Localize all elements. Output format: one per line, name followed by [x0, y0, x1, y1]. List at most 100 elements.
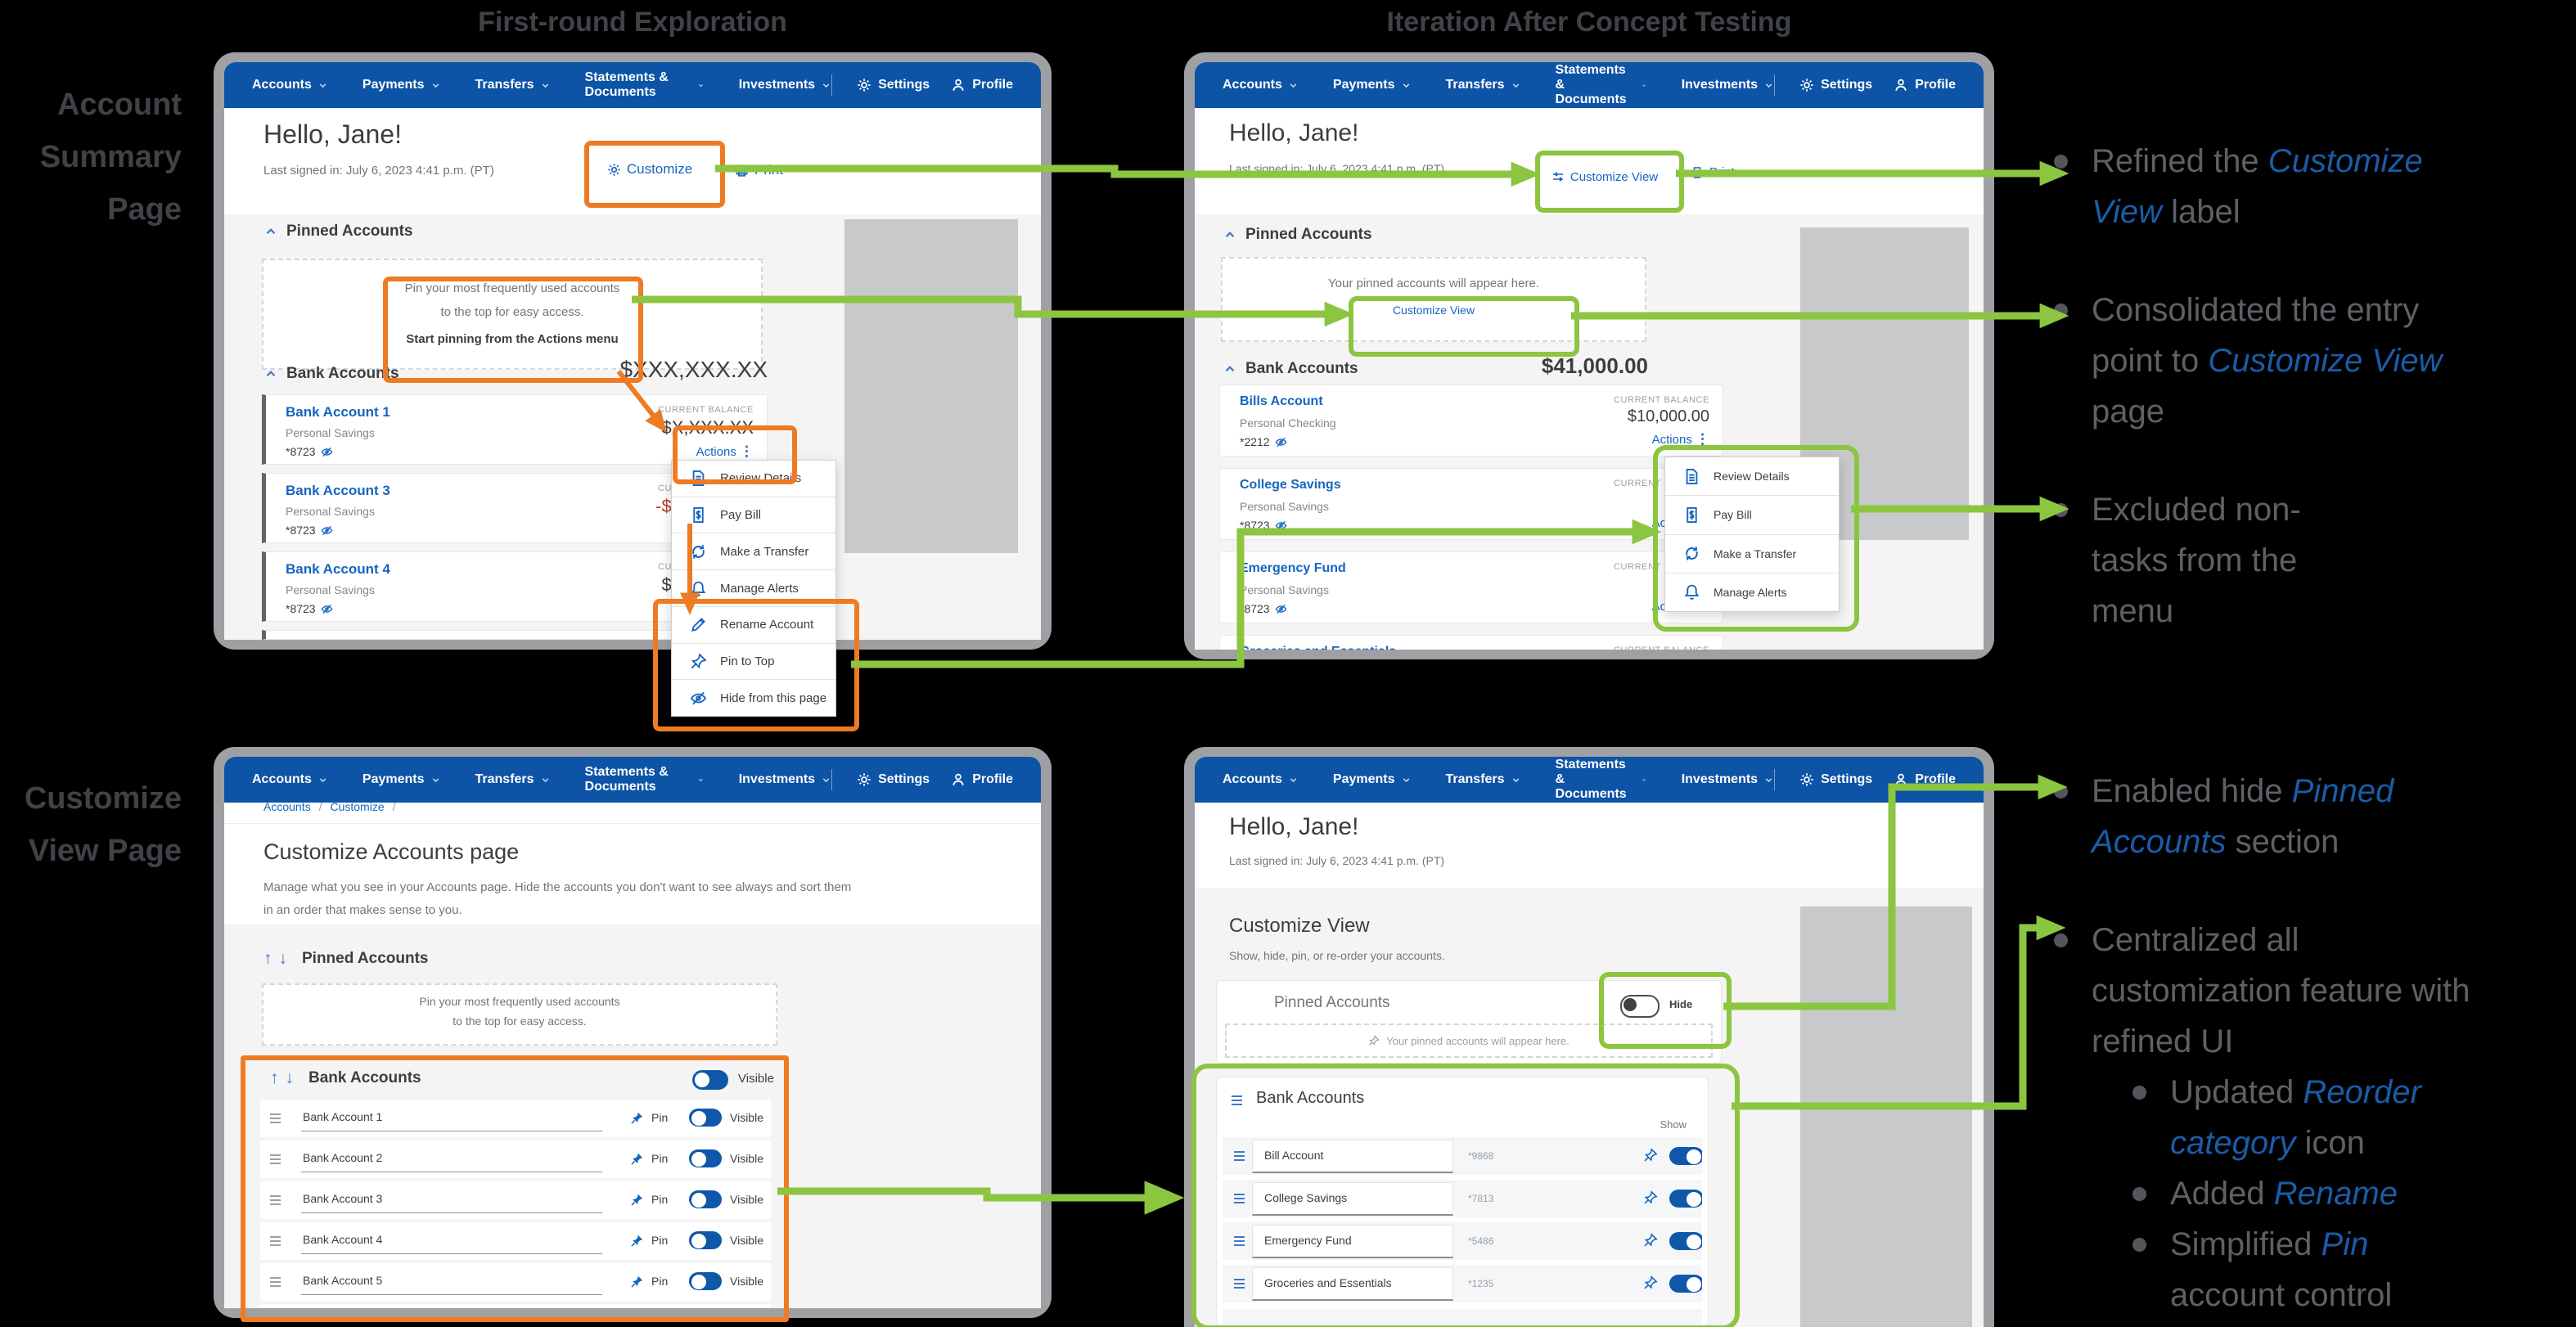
- account-name-field[interactable]: Bank Account 1: [303, 1110, 383, 1123]
- nav-item[interactable]: Investments: [1682, 78, 1774, 92]
- drag-handle[interactable]: [270, 1236, 281, 1246]
- column-title-iteration: Iteration After Concept Testing: [1386, 7, 1792, 38]
- nav-item[interactable]: Transfers: [1446, 772, 1521, 787]
- section-visible-toggle[interactable]: [692, 1070, 728, 1090]
- account-name-field[interactable]: Bank Account 4: [303, 1233, 383, 1246]
- drag-handle[interactable]: [270, 1113, 281, 1123]
- account-name-field[interactable]: Bank Account 5: [303, 1274, 383, 1287]
- drag-handle[interactable]: [1234, 1151, 1245, 1161]
- drag-handle[interactable]: [1232, 1095, 1242, 1105]
- nav-item[interactable]: Accounts: [252, 78, 328, 92]
- nav-item[interactable]: Statements & Documents: [1556, 63, 1647, 107]
- customize-account-row: Emergency Fund *5486: [1223, 1222, 1702, 1260]
- breadcrumb-item[interactable]: Accounts: [263, 800, 311, 813]
- nav-item[interactable]: Investments: [1682, 772, 1774, 787]
- move-up-button[interactable]: ↑: [263, 949, 272, 968]
- drag-handle[interactable]: [270, 1277, 281, 1287]
- nav-item[interactable]: Accounts: [1223, 772, 1299, 787]
- move-down-button[interactable]: ↓: [278, 949, 288, 968]
- account-name-link[interactable]: Emergency Fund: [1240, 561, 1346, 575]
- account-name-input[interactable]: Emergency Fund: [1252, 1225, 1453, 1258]
- nav-item[interactable]: Payments: [1333, 772, 1412, 787]
- nav-divider: [1774, 769, 1776, 790]
- menu-item[interactable]: Pay Bill: [672, 497, 835, 534]
- profile-button[interactable]: Profile: [951, 78, 1013, 92]
- move-up-button[interactable]: ↑: [270, 1068, 279, 1087]
- account-name-link[interactable]: Groceries and Essentials: [1240, 645, 1396, 650]
- drag-handle[interactable]: [270, 1154, 281, 1164]
- account-name-link[interactable]: Bank Account 4: [286, 561, 390, 577]
- drag-handle[interactable]: [270, 1195, 281, 1205]
- profile-button[interactable]: Profile: [1894, 78, 1956, 92]
- page-description: Show, hide, pin, or re-order your accoun…: [1229, 949, 1445, 962]
- drag-handle[interactable]: [1234, 1236, 1245, 1246]
- row-show-toggle[interactable]: [1669, 1232, 1702, 1250]
- customize-account-row: Bank Account 3 Pin Visible: [260, 1181, 771, 1219]
- menu-item[interactable]: Manage Alerts: [1665, 573, 1839, 611]
- settings-button[interactable]: Settings: [857, 772, 930, 787]
- account-name-field[interactable]: Bank Account 3: [303, 1192, 383, 1205]
- drag-handle[interactable]: [1234, 1194, 1245, 1203]
- account-name-link[interactable]: Bank Account 3: [286, 483, 390, 498]
- drag-handle[interactable]: [1234, 1279, 1245, 1289]
- customize-view-inline-link[interactable]: Customize View: [1392, 304, 1475, 317]
- account-name-link[interactable]: Bills Account: [1240, 394, 1323, 408]
- menu-item[interactable]: Review Details: [1665, 457, 1839, 497]
- row-show-toggle[interactable]: [1669, 1190, 1702, 1208]
- nav-item[interactable]: Transfers: [1446, 78, 1521, 92]
- visible-label: Visible: [730, 1275, 763, 1288]
- nav-item[interactable]: Payments: [363, 78, 441, 92]
- nav-item[interactable]: Investments: [739, 772, 831, 787]
- menu-item[interactable]: Pay Bill: [1665, 496, 1839, 535]
- nav-item[interactable]: Accounts: [252, 772, 328, 787]
- annotation-line: point to Customize View: [2092, 343, 2443, 379]
- move-down-button[interactable]: ↓: [285, 1068, 295, 1087]
- account-name-input[interactable]: Groceries and Essentials: [1252, 1267, 1453, 1301]
- profile-button[interactable]: Profile: [1894, 772, 1956, 787]
- row-show-toggle[interactable]: [1669, 1147, 1702, 1165]
- nav-item[interactable]: Payments: [363, 772, 441, 787]
- row-visible-toggle[interactable]: [689, 1231, 722, 1249]
- nav-item[interactable]: Investments: [739, 78, 831, 92]
- account-name-link[interactable]: College Savings: [1240, 478, 1341, 492]
- nav-item[interactable]: Statements & Documents: [1556, 758, 1647, 802]
- customize-view-link[interactable]: Customize View: [1551, 170, 1658, 184]
- row-visible-toggle[interactable]: [689, 1190, 722, 1208]
- account-name-link[interactable]: Bank Account 1: [286, 404, 390, 420]
- nav-item[interactable]: Transfers: [475, 78, 551, 92]
- visible-label: Visible: [730, 1152, 763, 1165]
- account-name-field[interactable]: Bank Account 2: [303, 1151, 383, 1164]
- settings-button[interactable]: Settings: [1799, 772, 1872, 787]
- menu-item[interactable]: Hide from this page: [672, 680, 835, 717]
- customize-link[interactable]: Customize: [607, 161, 692, 178]
- row-visible-toggle[interactable]: [689, 1109, 722, 1127]
- top-nav: Accounts Payments Transfers Statements &…: [1195, 62, 1984, 108]
- callout-box-bank-accounts-card: [1191, 1064, 1740, 1327]
- menu-item[interactable]: Make a Transfer: [1665, 534, 1839, 574]
- nav-item[interactable]: Transfers: [475, 772, 551, 787]
- nav-item[interactable]: Accounts: [1223, 78, 1299, 92]
- nav-item[interactable]: Statements & Documents: [585, 70, 705, 100]
- row-show-toggle[interactable]: [1669, 1275, 1702, 1293]
- settings-button[interactable]: Settings: [1799, 78, 1872, 92]
- nav-item[interactable]: Payments: [1333, 78, 1412, 92]
- content-placeholder: [844, 219, 1018, 553]
- row-visible-toggle[interactable]: [689, 1149, 722, 1167]
- visible-label: Visible: [738, 1072, 774, 1086]
- breadcrumb-item[interactable]: Customize: [330, 800, 385, 813]
- actions-button[interactable]: Actions ⋮: [1651, 431, 1709, 447]
- profile-button[interactable]: Profile: [951, 772, 1013, 787]
- nav-item[interactable]: Statements & Documents: [585, 765, 705, 794]
- menu-item[interactable]: Make a Transfer: [672, 533, 835, 571]
- hide-section-toggle[interactable]: [1620, 995, 1660, 1018]
- account-name-input[interactable]: College Savings: [1252, 1182, 1453, 1216]
- actions-button[interactable]: Actions ⋮: [696, 443, 754, 459]
- annotation-line: customization feature with: [2092, 973, 2470, 1009]
- row-visible-toggle[interactable]: [689, 1272, 722, 1290]
- settings-button[interactable]: Settings: [857, 78, 930, 92]
- menu-item[interactable]: Pin to Top: [672, 643, 835, 681]
- account-name-input[interactable]: Bill Account: [1252, 1140, 1453, 1173]
